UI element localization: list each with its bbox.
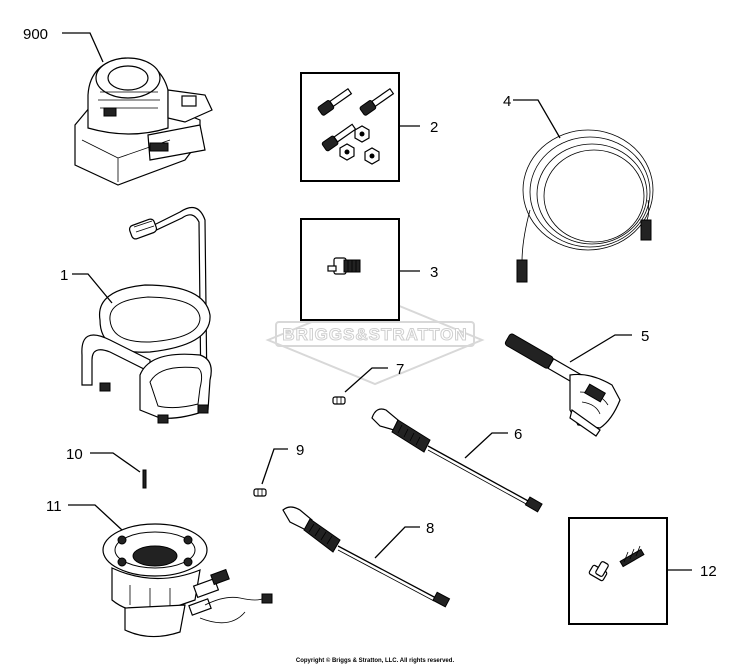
part-2-hardware-box <box>300 72 400 182</box>
part-4-hose <box>516 129 654 283</box>
leader-9 <box>261 448 288 485</box>
part-5-spray-gun <box>504 333 621 437</box>
callout-4: 4 <box>503 93 511 110</box>
copyright-notice: Copyright © Briggs & Stratton, LLC. All … <box>296 657 455 664</box>
part-3-fitting-box <box>300 218 400 321</box>
callout-11: 11 <box>46 498 62 515</box>
leader-4 <box>513 99 561 139</box>
part-7-tip <box>332 396 346 405</box>
watermark-logo: BRIGGS&STRATTON <box>265 294 485 386</box>
callout-5: 5 <box>641 328 649 345</box>
part-9-tip <box>253 488 267 497</box>
leader-1 <box>72 273 113 304</box>
part-1-frame <box>81 206 212 424</box>
callout-8: 8 <box>426 520 434 537</box>
leader-10 <box>90 452 141 473</box>
part-8-extension-wand <box>282 506 451 608</box>
part-12-fitting-box <box>568 517 668 625</box>
callout-7: 7 <box>396 361 404 378</box>
part-900-engine <box>74 57 213 186</box>
callout-3: 3 <box>430 264 438 281</box>
leader-7 <box>344 367 388 393</box>
part-6-wand <box>371 408 543 513</box>
part-10-pin <box>142 469 147 489</box>
callout-9: 9 <box>296 442 304 459</box>
leader-6 <box>464 432 508 459</box>
callout-2: 2 <box>430 119 438 136</box>
callout-12: 12 <box>700 563 717 580</box>
leader-900 <box>62 32 104 63</box>
leader-5 <box>569 334 632 363</box>
callout-900: 900 <box>23 26 48 43</box>
leader-8 <box>374 526 420 559</box>
leader-11 <box>68 504 123 531</box>
callout-1: 1 <box>60 267 68 284</box>
watermark-text: BRIGGS&STRATTON <box>282 325 467 344</box>
callout-10: 10 <box>66 446 83 463</box>
part-11-pump <box>102 523 273 638</box>
callout-6: 6 <box>514 426 522 443</box>
